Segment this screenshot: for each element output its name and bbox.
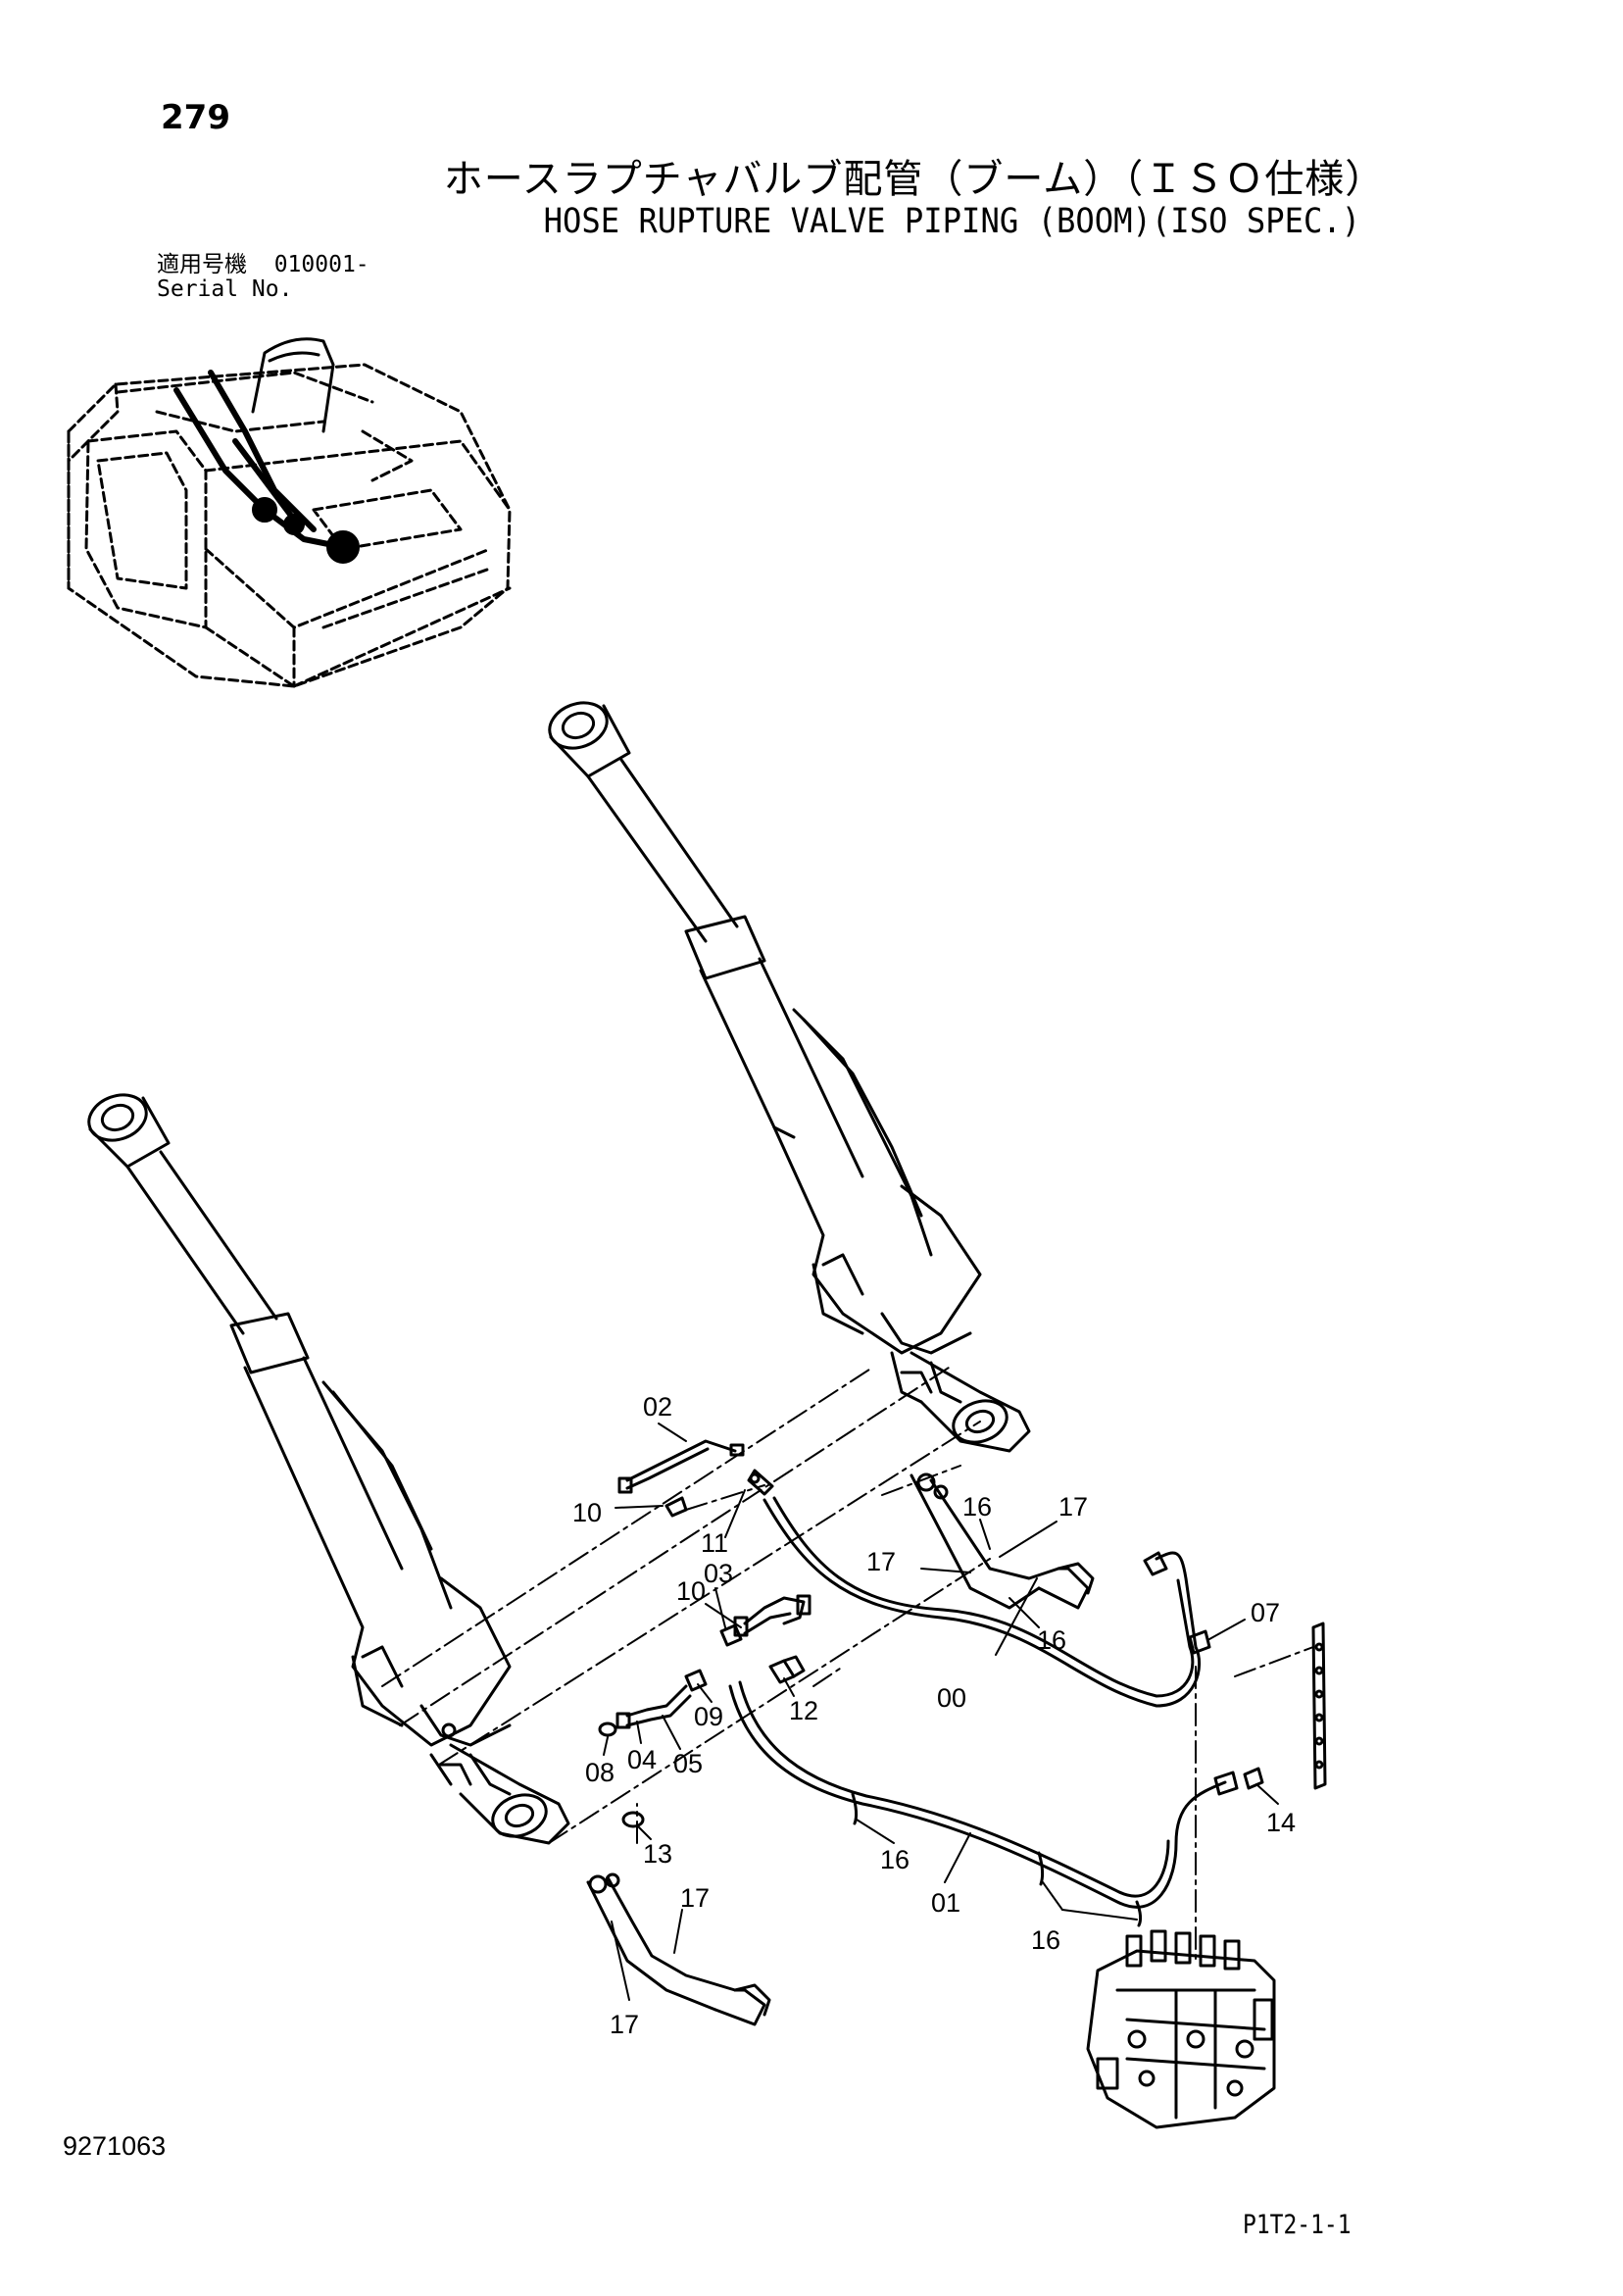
callout-label: 04 <box>627 1745 657 1774</box>
callout-label: 16 <box>1037 1625 1066 1655</box>
callout-label: 17 <box>680 1883 710 1913</box>
hose-00 <box>762 1496 1202 1708</box>
callout-label: 09 <box>694 1702 723 1731</box>
serial-label-english: Serial No. <box>157 276 293 302</box>
boom-cylinder-right <box>548 701 1095 1610</box>
callout-label: 11 <box>701 1528 728 1558</box>
callout-label: 17 <box>866 1547 896 1576</box>
callout-label: 17 <box>610 2010 639 2039</box>
boom-cylinder-left <box>87 1093 771 2026</box>
callout-label: 03 <box>704 1559 733 1588</box>
callout-label: 10 <box>572 1498 602 1527</box>
callout-label: 05 <box>673 1749 703 1778</box>
document-number: 9271063 <box>63 2131 167 2161</box>
fitting-11 <box>747 1469 774 1496</box>
hose-04-05 <box>615 1684 692 1729</box>
hose-02-pipe <box>617 1439 745 1494</box>
callout-label: 13 <box>643 1839 672 1869</box>
fitting-10-upper <box>664 1496 688 1518</box>
fitting-12 <box>768 1655 806 1684</box>
callout-label: 16 <box>880 1845 910 1874</box>
overview-hose-highlight <box>173 370 360 564</box>
serial-number-block: 適用号機 010001- Serial No. <box>157 253 369 302</box>
callout-label: 07 <box>1251 1598 1280 1627</box>
excavator-overview-drawing <box>67 363 512 688</box>
callout-labels: 02 10 11 03 10 09 12 08 04 05 13 16 17 1… <box>572 1392 1296 2039</box>
callout-label: 12 <box>789 1696 818 1725</box>
control-valve-drawing <box>1086 1929 1276 2129</box>
callout-label: 16 <box>962 1492 992 1522</box>
fitting-07 <box>1188 1629 1211 1655</box>
fitting-10-lower <box>719 1623 743 1647</box>
fitting-13 <box>621 1811 645 1828</box>
hose-03 <box>733 1594 812 1637</box>
page-number: 279 <box>161 98 230 137</box>
hose-01 <box>728 1680 1239 1927</box>
callout-label: 17 <box>1058 1492 1088 1522</box>
page-reference: P1T2-1-1 <box>1243 2210 1352 2240</box>
page-title-english: HOSE RUPTURE VALVE PIPING (BOOM)(ISO SPE… <box>543 202 1361 241</box>
overview-seat-drawing <box>251 337 335 433</box>
serial-row: 適用号機 010001- <box>157 253 369 277</box>
callout-label: 10 <box>676 1576 706 1606</box>
callout-label: 00 <box>937 1683 966 1713</box>
clamp-plate <box>1311 1622 1327 1790</box>
callout-label: 16 <box>1031 1925 1060 1955</box>
callout-label: 01 <box>931 1888 960 1918</box>
fitting-09 <box>684 1669 708 1692</box>
callout-label: 08 <box>585 1758 615 1787</box>
serial-label-japanese: 適用号機 <box>157 252 247 277</box>
callout-label: 02 <box>643 1392 672 1422</box>
callout-label: 14 <box>1266 1808 1296 1837</box>
serial-value: 010001- <box>273 252 369 277</box>
fitting-08 <box>598 1722 617 1737</box>
page-title-japanese: ホースラプチャバルブ配管（ブーム）（ＩＳＯ仕様） <box>443 157 1386 202</box>
leader-lines <box>603 1423 1279 2001</box>
fitting-14 <box>1243 1767 1264 1790</box>
